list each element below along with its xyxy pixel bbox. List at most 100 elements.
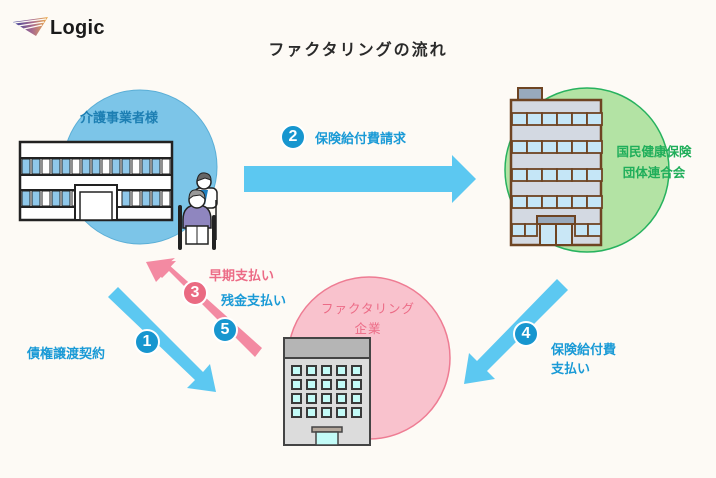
step-4-badge: 4 — [513, 321, 539, 347]
window — [141, 190, 151, 207]
office-tower-icon — [509, 87, 603, 247]
logic-wing-icon — [13, 17, 48, 36]
window — [101, 158, 111, 175]
window — [511, 140, 528, 154]
step-5-badge: 5 — [212, 317, 238, 343]
arrow-step-3-5-head — [146, 261, 176, 282]
window — [336, 407, 347, 418]
window — [511, 223, 526, 237]
factoring-company-label: ファクタリング 企業 — [318, 298, 418, 337]
window — [586, 195, 603, 209]
window — [41, 190, 51, 207]
step-4-label-line1: 保険給付費 — [551, 343, 617, 358]
window — [524, 223, 538, 237]
window — [121, 158, 131, 175]
window — [336, 393, 347, 404]
page-title: ファクタリングの流れ — [268, 40, 448, 59]
arrow-step-2 — [244, 155, 476, 203]
window — [556, 140, 573, 154]
window — [351, 407, 362, 418]
window — [111, 158, 121, 175]
window — [526, 112, 543, 126]
window — [556, 112, 573, 126]
window — [574, 223, 589, 237]
national-health-label-line2: 団体連合会 — [622, 165, 686, 180]
window — [511, 195, 528, 209]
step-2-label: 保険給付費請求 — [315, 132, 407, 147]
window — [321, 407, 332, 418]
window — [511, 168, 528, 182]
window — [151, 158, 161, 175]
window — [541, 112, 558, 126]
factoring-company-label-line2: 企業 — [354, 321, 382, 336]
window — [321, 365, 332, 376]
care-provider-label: 介護事業者様 — [80, 111, 159, 126]
window — [526, 168, 543, 182]
window — [511, 112, 528, 126]
step-3-badge: 3 — [182, 280, 208, 306]
window — [321, 379, 332, 390]
window — [586, 112, 603, 126]
window — [291, 379, 302, 390]
window — [161, 158, 171, 175]
window — [571, 195, 588, 209]
window — [571, 168, 588, 182]
window — [71, 158, 81, 175]
window — [571, 140, 588, 154]
national-health-label-line1: 国民健康保険 — [616, 144, 692, 159]
window — [161, 190, 171, 207]
window — [31, 190, 41, 207]
window — [306, 407, 317, 418]
step-2-badge: 2 — [280, 124, 306, 150]
window — [571, 112, 588, 126]
window — [586, 140, 603, 154]
window — [51, 158, 61, 175]
window — [541, 195, 558, 209]
window — [306, 379, 317, 390]
window — [306, 365, 317, 376]
step-1-label: 債権譲渡契約 — [27, 347, 106, 362]
window — [351, 393, 362, 404]
window — [21, 158, 31, 175]
window — [291, 407, 302, 418]
window — [61, 158, 71, 175]
national-health-label: 国民健康保険 団体連合会 — [609, 141, 699, 181]
window — [131, 190, 141, 207]
window — [556, 168, 573, 182]
window — [81, 158, 91, 175]
factoring-company-label-line1: ファクタリング — [320, 301, 415, 316]
window — [141, 158, 151, 175]
window — [306, 393, 317, 404]
window — [41, 158, 51, 175]
step-4-label-line2: 支払い — [551, 362, 591, 377]
factoring-building-icon — [283, 337, 371, 446]
window — [541, 140, 558, 154]
window — [587, 223, 602, 237]
wheelchair-caregiver-icon — [178, 172, 218, 250]
window — [556, 195, 573, 209]
window — [61, 190, 71, 207]
arrow-step-1 — [108, 287, 216, 392]
window — [351, 379, 362, 390]
window — [291, 393, 302, 404]
window — [526, 195, 543, 209]
window — [526, 140, 543, 154]
care-facility-building-icon — [18, 140, 174, 222]
window — [321, 393, 332, 404]
window — [541, 168, 558, 182]
window — [91, 158, 101, 175]
window — [151, 190, 161, 207]
window — [586, 168, 603, 182]
step-1-badge: 1 — [134, 329, 160, 355]
window — [131, 158, 141, 175]
step-4-label: 保険給付費 支払い — [551, 341, 616, 379]
window — [21, 190, 31, 207]
step-5-label: 残金支払い — [221, 294, 287, 309]
brand-logo[interactable]: Logic — [50, 17, 105, 39]
window — [121, 190, 131, 207]
window — [351, 365, 362, 376]
window — [51, 190, 61, 207]
window — [336, 379, 347, 390]
window — [336, 365, 347, 376]
